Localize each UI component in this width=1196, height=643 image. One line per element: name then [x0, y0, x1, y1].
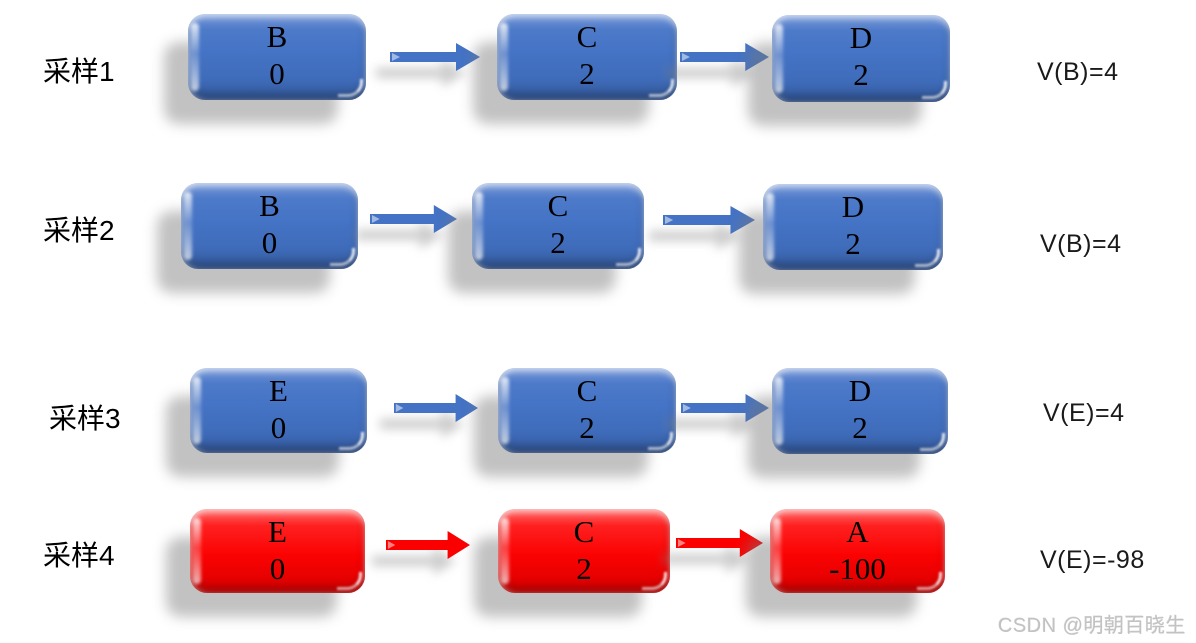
state-node-d: D 2	[772, 15, 950, 102]
arrow-right-icon	[681, 394, 769, 422]
node-reward: 2	[579, 410, 595, 445]
node-letter: D	[849, 20, 873, 55]
state-node-c: C 2	[497, 14, 677, 100]
node-reward: 0	[269, 56, 285, 91]
node-reward: 0	[269, 551, 286, 586]
node-reward: 0	[270, 410, 287, 445]
arrow-right-icon	[680, 43, 769, 71]
value-result: V(E)=-98	[1040, 546, 1145, 574]
node-reward: 2	[550, 225, 566, 260]
state-node-d: D 2	[763, 184, 943, 270]
node-reward: -100	[829, 551, 886, 586]
node-letter: C	[576, 373, 598, 408]
arrow-right-icon	[663, 206, 755, 234]
state-node-a: A -100	[770, 509, 945, 593]
arrow-right-icon	[370, 205, 457, 233]
state-node-b: B 0	[181, 183, 358, 269]
state-node-c: C 2	[472, 183, 644, 269]
value-result: V(E)=4	[1043, 399, 1125, 427]
sample-label: 采样1	[43, 56, 115, 87]
state-node-e: E 0	[190, 368, 367, 453]
node-reward: 2	[853, 57, 869, 92]
node-letter: D	[841, 189, 865, 224]
node-letter: A	[846, 514, 869, 549]
state-node-d: D 2	[772, 368, 948, 454]
state-node-b: B 0	[188, 14, 366, 100]
node-letter: E	[269, 373, 288, 408]
watermark: CSDN @明朝百晓生	[998, 615, 1187, 637]
arrow-right-icon	[390, 43, 480, 71]
sample-label: 采样3	[49, 403, 121, 434]
node-letter: C	[547, 188, 569, 223]
node-reward: 0	[261, 225, 278, 260]
sample-label: 采样2	[43, 215, 115, 246]
node-letter: D	[848, 373, 872, 408]
node-reward: 2	[852, 410, 868, 445]
node-letter: E	[268, 514, 287, 549]
node-reward: 2	[845, 226, 861, 261]
node-letter: C	[576, 19, 598, 54]
node-letter: B	[266, 19, 288, 54]
node-letter: B	[259, 188, 280, 223]
node-letter: C	[573, 514, 595, 549]
value-result: V(B)=4	[1040, 230, 1122, 258]
state-node-c: C 2	[498, 368, 676, 453]
arrow-right-icon	[386, 531, 470, 559]
node-reward: 2	[576, 551, 592, 586]
sample-label: 采样4	[43, 540, 115, 571]
state-node-e: E 0	[190, 509, 365, 593]
arrow-right-icon	[394, 394, 478, 422]
arrow-right-icon	[676, 529, 763, 557]
value-result: V(B)=4	[1037, 58, 1119, 86]
node-reward: 2	[579, 56, 595, 91]
state-node-c: C 2	[498, 509, 670, 593]
